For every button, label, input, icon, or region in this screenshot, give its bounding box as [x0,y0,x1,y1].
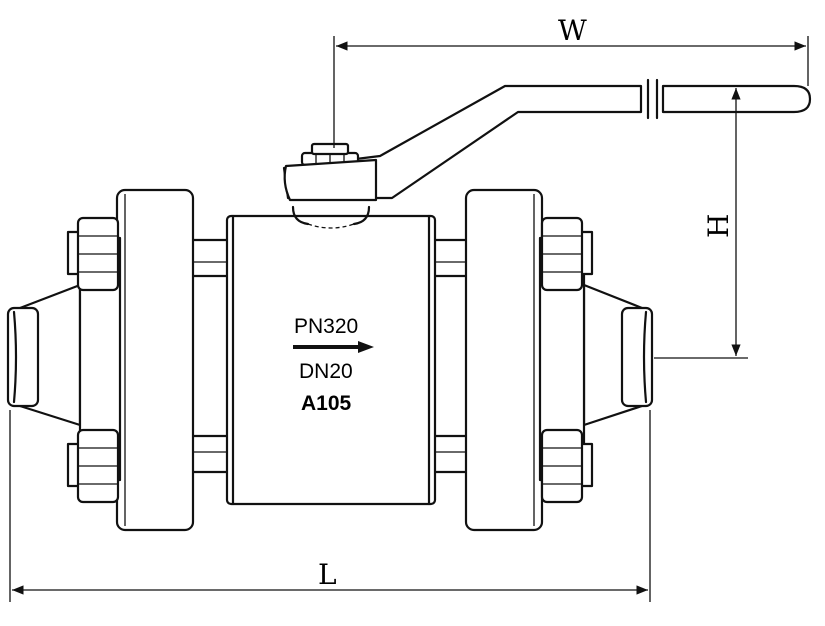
left-upper-nut [66,216,120,292]
material-grade: A105 [301,392,352,415]
left-flange [115,188,195,532]
right-lower-nut [540,428,594,504]
handle-boss [283,158,378,202]
pressure-rating: PN320 [294,315,358,338]
right-upper-nut [540,216,594,292]
center-body [225,214,437,506]
lever-handle [282,78,812,202]
dimension-h: H [654,85,748,359]
right-pipe-stub [620,306,654,408]
dimension-w: W [333,14,809,148]
body-markings: PN320 DN20 A105 [293,315,374,415]
valve-body [190,205,472,506]
left-lower-nut [66,428,120,504]
height-label: H [702,214,735,238]
flow-arrow-icon [358,341,374,353]
right-flange [464,188,544,532]
left-end-connection [6,188,195,532]
dimension-l: L [9,410,651,602]
left-pipe-stub [6,306,40,408]
length-label: L [318,558,337,591]
nominal-size: DN20 [299,360,353,383]
width-label: W [558,14,587,47]
right-end-connection [464,188,654,532]
